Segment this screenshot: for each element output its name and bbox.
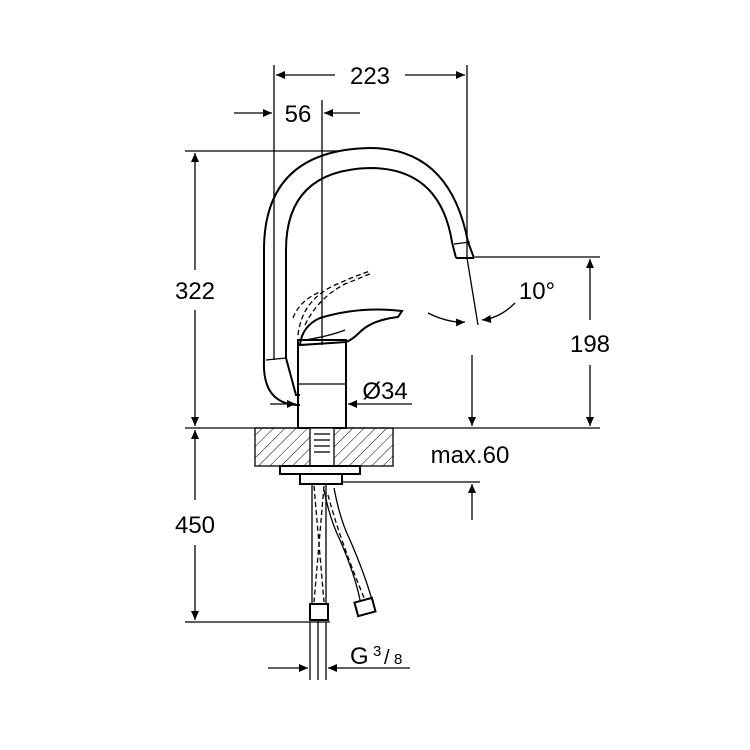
dim-body-diameter: Ø34 <box>270 378 412 408</box>
dim-handle-offset: 56 <box>234 100 360 360</box>
label-198: 198 <box>570 331 610 358</box>
dim-hose-length: 450 <box>175 430 330 623</box>
label-223: 223 <box>350 63 390 90</box>
dim-total-height: 322 <box>175 150 340 426</box>
label-450: 450 <box>175 512 215 539</box>
label-diameter: Ø34 <box>362 378 407 405</box>
countertop: max.60 <box>185 427 600 520</box>
label-thread-slash: / <box>384 647 390 669</box>
dim-spout-angle: 10° <box>427 257 555 426</box>
label-56: 56 <box>285 101 312 128</box>
dim-spout-reach: 223 <box>273 63 468 258</box>
hoses <box>309 483 377 680</box>
dim-spout-height: 198 <box>475 256 610 426</box>
label-322: 322 <box>175 278 215 305</box>
label-thread-den: 8 <box>394 651 402 668</box>
label-max60: max.60 <box>431 442 510 469</box>
label-10deg: 10° <box>519 278 555 305</box>
dim-thread: G 3 / 8 <box>268 622 410 680</box>
label-thread-g: G <box>350 643 369 670</box>
label-thread-num: 3 <box>373 643 381 660</box>
